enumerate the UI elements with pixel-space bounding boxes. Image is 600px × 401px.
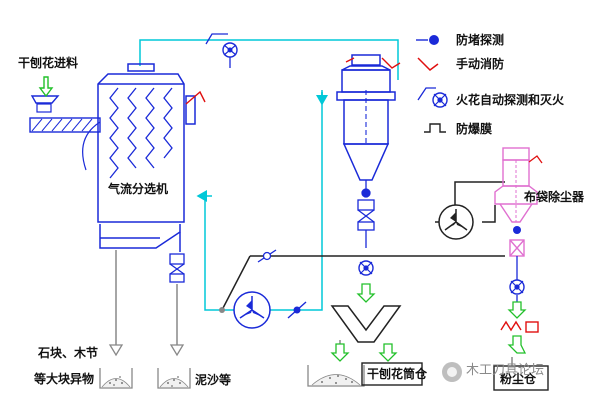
dry-shavings-bin-box xyxy=(361,362,423,386)
process-piping xyxy=(221,181,505,311)
large-debris-label: 等大块异物 xyxy=(34,372,95,386)
cyclone-rotary-valve xyxy=(357,180,375,248)
cyclone-green-arrow xyxy=(356,283,376,303)
separator-exhaust-mark xyxy=(185,90,206,105)
bin-right-green-arrow xyxy=(378,343,398,362)
legend-symbols xyxy=(416,35,448,133)
legend-blockage-label: 防堵探测 xyxy=(456,33,505,47)
y-splitter xyxy=(330,305,402,343)
dust-bin-arrow xyxy=(507,335,527,354)
watermark-icon xyxy=(442,362,462,382)
discharge-arrow-heads xyxy=(108,344,185,357)
bin-inlet-spark-detector xyxy=(358,260,374,276)
feed-inlet-label: 干刨花进料 xyxy=(18,56,79,70)
dust-line-fire-mark xyxy=(500,320,539,333)
dust-line-fittings xyxy=(509,226,525,302)
legend-manual-fire-label: 手动消防 xyxy=(456,57,505,71)
sand-discharge-valve xyxy=(169,253,185,283)
legend-explosion-vent-label: 防爆膜 xyxy=(456,122,493,136)
cyclone xyxy=(336,54,396,181)
dust-bin-box xyxy=(493,365,549,391)
blockage-detector-pipe xyxy=(257,249,277,263)
top-duct-spark-detector xyxy=(205,33,238,68)
fire-detection-on-duct xyxy=(287,301,307,319)
bag-filter-label: 布袋除尘器 xyxy=(524,190,585,204)
separator-label: 气流分选机 xyxy=(108,182,169,196)
dry-shavings-bin-label: 干刨花筒仓 xyxy=(367,367,428,381)
feed-conveyor xyxy=(29,95,101,133)
air-flow-separator xyxy=(82,63,196,252)
main-fan xyxy=(233,291,271,329)
sand-label: 泥沙等 xyxy=(195,373,232,387)
bag-filter-fire-flags xyxy=(528,155,543,164)
separator-airflow-zigzags xyxy=(109,87,173,179)
fan-junction-dot xyxy=(219,307,225,313)
stones-label: 石块、木节 xyxy=(38,346,99,360)
legend-spark-label: 火花自动探测和灭火 xyxy=(456,93,565,107)
debris-heaps xyxy=(99,365,365,389)
heap-texture xyxy=(109,375,353,387)
feed-arrow xyxy=(38,76,54,98)
cyclone-fire-flags xyxy=(345,57,401,69)
dust-green-arrow xyxy=(507,301,527,319)
bin-left-green-arrow xyxy=(330,343,350,362)
watermark-text: 木工刀具论坛 xyxy=(466,363,545,378)
bag-filter-fan xyxy=(438,204,474,240)
dust-bin-label: 粉尘仓 xyxy=(500,372,537,386)
